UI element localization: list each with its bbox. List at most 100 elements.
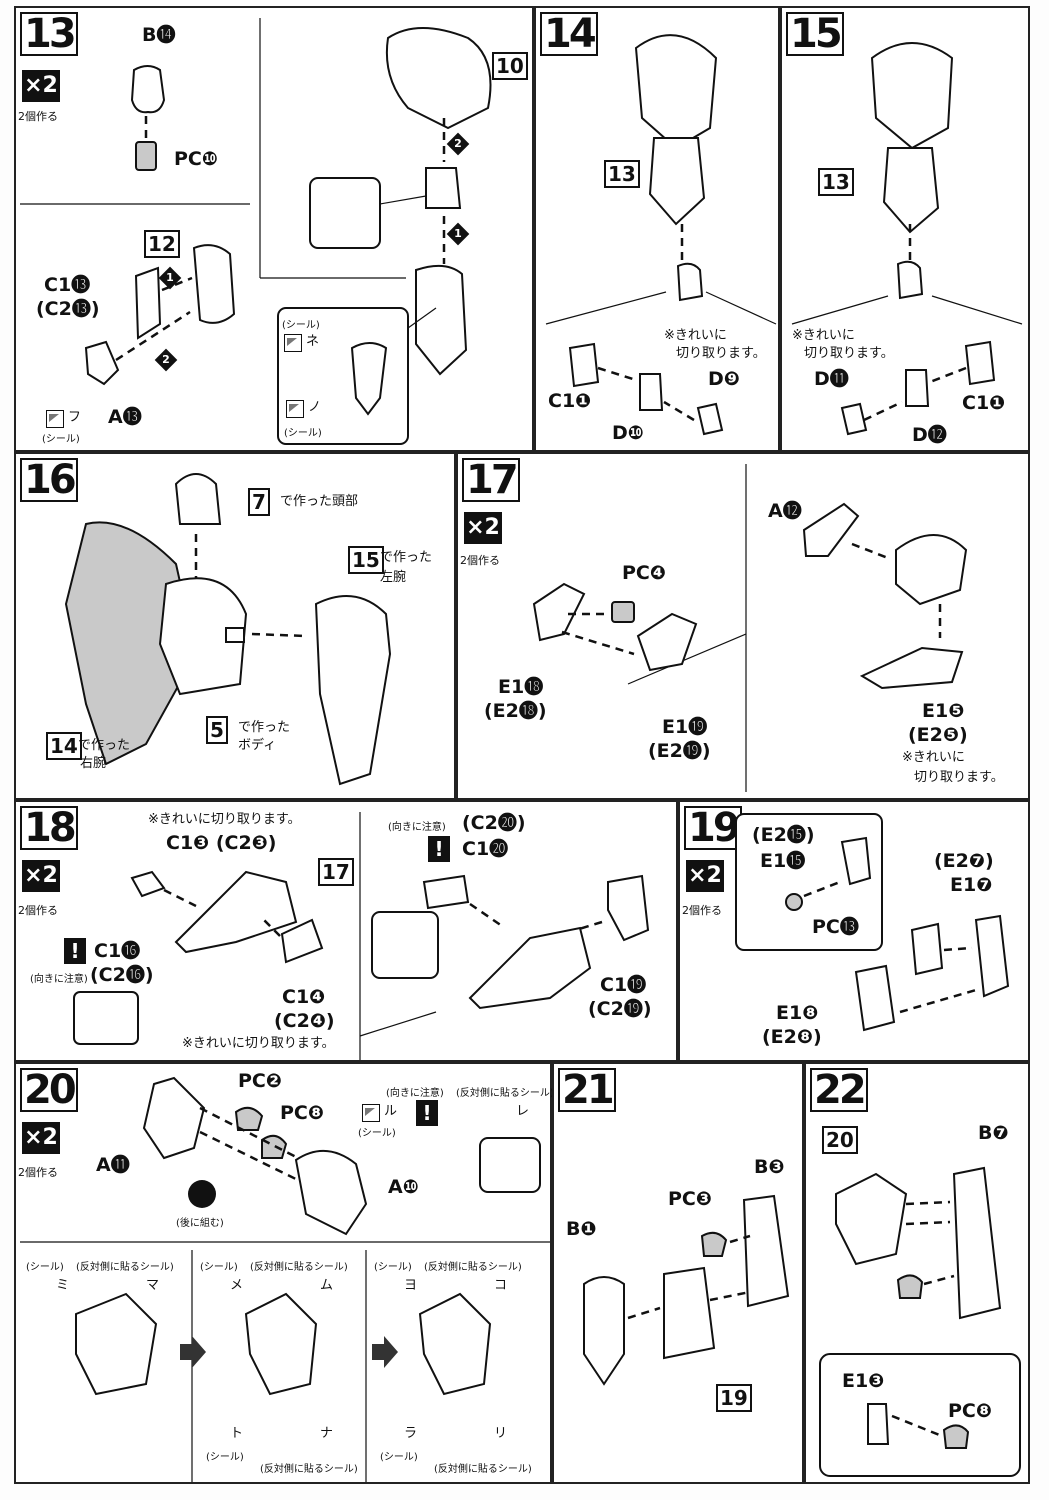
sticker-re: レ xyxy=(516,1104,530,1119)
label-c2-16: (C2⓰) xyxy=(90,964,154,986)
opposite-side-note: (反対側に貼るシール) xyxy=(424,1262,522,1273)
ref-box-7: 7 xyxy=(248,488,270,516)
step-number: 18 xyxy=(20,806,78,850)
cut-note-2: 切り取ります。 xyxy=(914,770,1004,785)
step-17-panel: 17 ×2 2個作る PC❹ E1⓲ (E2⓲) E1⓳ (E2⓳) A⓬ E1… xyxy=(456,452,1030,800)
label-a13: A⓭ xyxy=(108,406,142,428)
step-22-panel: 22 20 B❼ E1❸ PC❽ xyxy=(804,1062,1030,1484)
label-c1-1: C1❶ xyxy=(548,390,592,412)
ref-box-20: 20 xyxy=(822,1126,858,1154)
label-e1-18: E1⓲ xyxy=(498,676,544,698)
label-d9: D❾ xyxy=(708,368,740,390)
sticker-label: (シール) xyxy=(200,1262,238,1273)
opposite-side-note: (反対側に貼るシール) xyxy=(434,1464,532,1475)
sticker-label: (シール) xyxy=(374,1262,412,1273)
step-18-illustration xyxy=(73,812,650,1060)
sticker-label: (シール) xyxy=(26,1262,64,1273)
step-number: 15 xyxy=(786,12,844,56)
label-e1-3: E1❸ xyxy=(842,1370,885,1392)
label-e1-19: E1⓳ xyxy=(662,716,708,738)
sticker-ma: マ xyxy=(146,1278,160,1293)
sticker-ra: ラ xyxy=(404,1426,418,1441)
assemble-later-note: (後に組む) xyxy=(176,1218,224,1229)
times-two-badge: ×2 xyxy=(464,512,502,544)
label-e2-5: (E2❺) xyxy=(908,724,968,746)
ref-box-10: 10 xyxy=(492,52,528,80)
label-c1-16: C1⓰ xyxy=(94,940,141,962)
label-a12: A⓬ xyxy=(768,500,802,522)
ref-box-14: 14 xyxy=(46,732,82,760)
label-pc10: PC❿ xyxy=(174,148,218,170)
sticker-label: (シール) xyxy=(380,1452,418,1463)
label-pc3: PC❸ xyxy=(668,1188,712,1210)
label-e1-7: E1❼ xyxy=(950,874,993,896)
sticker-yo: ヨ xyxy=(404,1278,418,1293)
label-d11: D⓫ xyxy=(814,368,849,390)
label-pc8: PC❽ xyxy=(280,1102,324,1124)
label-e1-15: E1⓯ xyxy=(760,850,806,872)
ref-box-17: 17 xyxy=(318,858,354,886)
step-22-illustration xyxy=(819,1166,1021,1477)
times-two-badge: ×2 xyxy=(22,70,60,102)
label-e2-18: (E2⓲) xyxy=(484,700,547,722)
sticker-icon xyxy=(46,410,64,428)
sticker-ne: ネ xyxy=(306,334,320,349)
make-two-note: 2個作る xyxy=(18,904,58,917)
sticker-no: ノ xyxy=(308,400,322,415)
label-e2-7: (E2❼) xyxy=(934,850,994,872)
label-c1-19: C1⓳ xyxy=(600,974,647,996)
step-20-panel: 20 ×2 2個作る PC❷ PC❽ A⓫ A❿ (後に組む) (向きに注意) … xyxy=(14,1062,554,1484)
cut-note-top: ※きれいに切り取ります。 xyxy=(148,812,301,827)
ref-box-12: 12 xyxy=(144,230,180,258)
label-c1-20: C1⓴ xyxy=(462,838,509,860)
step-number: 20 xyxy=(20,1068,78,1112)
label-e1-5: E1❺ xyxy=(922,700,965,722)
step-number: 21 xyxy=(558,1068,616,1112)
label-d10: D❿ xyxy=(612,422,644,444)
cut-note-2: 切り取ります。 xyxy=(804,346,894,361)
caution-icon: ! xyxy=(428,836,450,862)
step-13-illustration xyxy=(20,18,492,445)
ref-box-5: 5 xyxy=(206,716,228,744)
step-19-panel: 19 ×2 2個作る (E2⓯) E1⓯ PC⓭ (E2❼) E1❼ E1❽ (… xyxy=(678,800,1030,1062)
make-two-note: 2個作る xyxy=(460,554,500,567)
right-arm-note: 右腕 xyxy=(80,756,107,771)
label-d12: D⓬ xyxy=(912,424,947,446)
times-two-badge: ×2 xyxy=(22,860,60,892)
step-16-illustration xyxy=(64,473,392,786)
label-c2-4: (C2❹) xyxy=(274,1010,335,1032)
caution-icon: ! xyxy=(416,1100,438,1126)
ref-box-13: 13 xyxy=(604,160,640,188)
ref-box-19: 19 xyxy=(716,1384,752,1412)
label-c2-13: (C2⓭) xyxy=(36,298,100,320)
cut-note: ※きれいに xyxy=(792,328,855,343)
make-two-note: 2個作る xyxy=(18,1166,58,1179)
step-21-illustration xyxy=(583,1194,790,1386)
sticker-icon xyxy=(284,334,302,352)
cut-note-2: 切り取ります。 xyxy=(676,346,766,361)
label-b7: B❼ xyxy=(978,1122,1009,1144)
cut-note: ※きれいに xyxy=(902,750,965,765)
times-two-badge: ×2 xyxy=(22,1122,60,1154)
step-20-illustration xyxy=(20,1076,550,1482)
step-18-panel: 18 ×2 2個作る ※きれいに切り取ります。 C1❸ (C2❸) 17 ! C… xyxy=(14,800,678,1062)
step-14-illustration xyxy=(545,34,777,436)
label-e2-8: (E2❽) xyxy=(762,1026,822,1048)
label-b14: B⓮ xyxy=(142,24,176,46)
made-note-15: で作った xyxy=(380,550,433,565)
ref-box-15: 15 xyxy=(348,546,384,574)
sticker-na: ナ xyxy=(320,1426,334,1441)
step-14-panel: 14 13 ※きれいに 切り取ります。 D❾ C1❶ D❿ xyxy=(534,6,780,452)
opposite-side-note: (反対側に貼るシール) xyxy=(76,1262,174,1273)
label-c1-13: C1⓭ xyxy=(44,274,91,296)
ref-box-13: 13 xyxy=(818,168,854,196)
step-number: 16 xyxy=(20,458,78,502)
made-note-5: で作った xyxy=(238,720,291,735)
step-number: 22 xyxy=(810,1068,868,1112)
orientation-note-2: (向きに注意) xyxy=(388,822,446,833)
step-number: 17 xyxy=(462,458,520,502)
sticker-icon xyxy=(286,400,304,418)
label-b1: B❶ xyxy=(566,1218,597,1240)
opposite-side-note: (反対側に貼るシール) xyxy=(456,1088,554,1099)
label-pc13: PC⓭ xyxy=(812,916,859,938)
